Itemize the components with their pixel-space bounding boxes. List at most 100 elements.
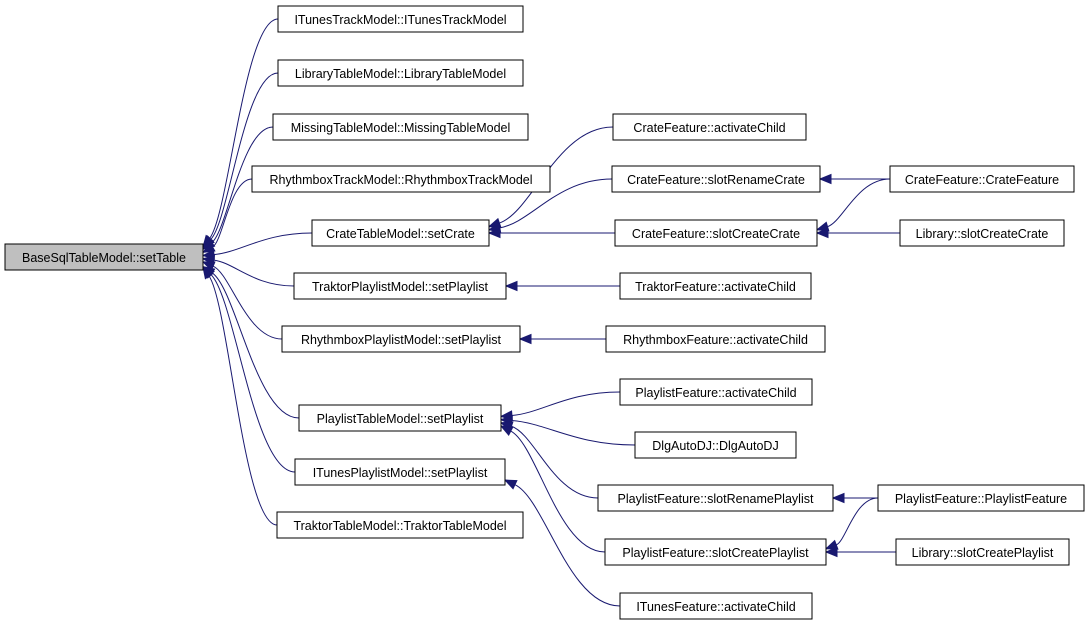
node-box [899, 219, 1065, 247]
node-box [281, 325, 521, 353]
node-playlist-activate-child[interactable]: PlaylistFeature::activateChild [619, 378, 813, 406]
node-label: RhythmboxPlaylistModel::setPlaylist [301, 333, 502, 347]
node-label: CrateFeature::slotCreateCrate [632, 227, 800, 241]
edge-itunes-playlist-set-to-root [210, 274, 296, 473]
node-box [4, 243, 204, 271]
node-crate-slot-rename[interactable]: CrateFeature::slotRenameCrate [611, 165, 821, 193]
node-traktor-table-ctor[interactable]: TraktorTableModel::TraktorTableModel [276, 511, 524, 539]
node-box [895, 538, 1070, 566]
node-missing-table-ctor[interactable]: MissingTableModel::MissingTableModel [272, 113, 529, 141]
node-crate-set-crate[interactable]: CrateTableModel::setCrate [311, 219, 490, 247]
node-box [619, 378, 813, 406]
node-label: CrateFeature::slotRenameCrate [627, 173, 805, 187]
node-box [298, 404, 502, 432]
node-traktor-playlist-set[interactable]: TraktorPlaylistModel::setPlaylist [293, 272, 507, 300]
edge-crate-feature-ctor-to-crate-slot-create [827, 178, 891, 228]
node-playlist-slot-rename[interactable]: PlaylistFeature::slotRenamePlaylist [597, 484, 834, 512]
call-graph-nodes: BaseSqlTableModel::setTable ITunesTrackMo… [4, 5, 1085, 620]
node-label: Library::slotCreateCrate [916, 227, 1049, 241]
edge-rhythmbox-track-ctor-to-root [212, 178, 253, 248]
arrowhead-icon [487, 227, 501, 239]
node-label: ITunesFeature::activateChild [636, 600, 795, 614]
node-label: ITunesPlaylistModel::setPlaylist [313, 466, 488, 480]
node-label: CrateFeature::CrateFeature [905, 173, 1059, 187]
arrowhead-icon [824, 539, 839, 550]
node-label: DlgAutoDJ::DlgAutoDJ [652, 439, 778, 453]
node-itunes-activate-child[interactable]: ITunesFeature::activateChild [619, 592, 813, 620]
node-box [311, 219, 490, 247]
node-box [877, 484, 1085, 512]
arrowhead-icon [201, 242, 216, 253]
arrowhead-icon [504, 280, 518, 292]
edge-dlg-auto-dj-to-playlist-table-set [511, 420, 636, 446]
node-itunes-track-ctor[interactable]: ITunesTrackModel::ITunesTrackModel [277, 5, 524, 33]
node-label: CrateTableModel::setCrate [326, 227, 475, 241]
edge-playlist-slot-create-to-playlist-table-set [510, 430, 606, 553]
node-box [276, 511, 524, 539]
node-box [634, 431, 797, 459]
node-rhythmbox-playlist-set[interactable]: RhythmboxPlaylistModel::setPlaylist [281, 325, 521, 353]
node-playlist-table-set[interactable]: PlaylistTableModel::setPlaylist [298, 404, 502, 432]
arrowhead-icon [818, 173, 832, 185]
node-label: TraktorFeature::activateChild [635, 280, 796, 294]
node-label: BaseSqlTableModel::setTable [22, 251, 186, 265]
node-label: TraktorTableModel::TraktorTableModel [293, 519, 506, 533]
node-label: PlaylistTableModel::setPlaylist [317, 412, 484, 426]
node-label: LibraryTableModel::LibraryTableModel [295, 67, 506, 81]
node-crate-activate-child[interactable]: CrateFeature::activateChild [612, 113, 807, 141]
edge-crate-set-crate-to-root [213, 232, 313, 256]
node-label: PlaylistFeature::PlaylistFeature [895, 492, 1067, 506]
arrowhead-icon [824, 546, 838, 558]
edge-playlist-table-set-to-root [211, 272, 300, 419]
node-label: RhythmboxTrackModel::RhythmboxTrackModel [269, 173, 532, 187]
edge-rhythmbox-playlist-set-to-root [212, 265, 283, 340]
node-playlist-slot-create[interactable]: PlaylistFeature::slotCreatePlaylist [604, 538, 827, 566]
edge-playlist-activate-child-to-playlist-table-set [511, 391, 621, 416]
node-rhythmbox-activate-child[interactable]: RhythmboxFeature::activateChild [605, 325, 826, 353]
node-label: MissingTableModel::MissingTableModel [291, 121, 511, 135]
arrowhead-icon [503, 479, 518, 490]
node-box [251, 165, 551, 193]
node-box [277, 59, 524, 87]
edge-library-table-ctor-to-root [210, 72, 279, 240]
node-library-table-ctor[interactable]: LibraryTableModel::LibraryTableModel [277, 59, 524, 87]
node-box [605, 325, 826, 353]
node-label: PlaylistFeature::slotRenamePlaylist [618, 492, 814, 506]
node-box [619, 272, 812, 300]
node-label: CrateFeature::activateChild [633, 121, 785, 135]
node-box [611, 165, 821, 193]
node-label: RhythmboxFeature::activateChild [623, 333, 808, 347]
node-dlg-auto-dj[interactable]: DlgAutoDJ::DlgAutoDJ [634, 431, 797, 459]
arrowhead-icon [815, 227, 829, 239]
node-label: TraktorPlaylistModel::setPlaylist [312, 280, 489, 294]
arrowhead-icon [831, 492, 845, 504]
edge-crate-slot-rename-to-crate-set-crate [499, 178, 613, 229]
node-label: ITunesTrackModel::ITunesTrackModel [294, 13, 506, 27]
edge-playlist-feature-ctor-to-playlist-slot-create [835, 497, 879, 546]
node-box [889, 165, 1075, 193]
edge-missing-table-ctor-to-root [211, 126, 274, 244]
node-label: PlaylistFeature::slotCreatePlaylist [622, 546, 809, 560]
node-rhythmbox-track-ctor[interactable]: RhythmboxTrackModel::RhythmboxTrackModel [251, 165, 551, 193]
node-library-slot-create-crate[interactable]: Library::slotCreateCrate [899, 219, 1065, 247]
node-box [294, 458, 506, 486]
node-box [293, 272, 507, 300]
node-crate-slot-create[interactable]: CrateFeature::slotCreateCrate [614, 219, 818, 247]
node-library-slot-create-playlist[interactable]: Library::slotCreatePlaylist [895, 538, 1070, 566]
node-playlist-feature-ctor[interactable]: PlaylistFeature::PlaylistFeature [877, 484, 1085, 512]
node-crate-feature-ctor[interactable]: CrateFeature::CrateFeature [889, 165, 1075, 193]
edge-itunes-track-ctor-to-root [209, 18, 279, 239]
node-root[interactable]: BaseSqlTableModel::setTable [4, 243, 204, 271]
node-box [272, 113, 529, 141]
node-traktor-activate-child[interactable]: TraktorFeature::activateChild [619, 272, 812, 300]
edge-traktor-playlist-set-to-root [213, 259, 295, 287]
node-itunes-playlist-set[interactable]: ITunesPlaylistModel::setPlaylist [294, 458, 506, 486]
node-box [619, 592, 813, 620]
node-box [614, 219, 818, 247]
arrowhead-icon [499, 425, 514, 436]
node-box [277, 5, 524, 33]
arrowhead-icon [202, 265, 214, 280]
node-box [597, 484, 834, 512]
edge-itunes-activate-child-to-itunes-playlist-set [514, 484, 621, 607]
